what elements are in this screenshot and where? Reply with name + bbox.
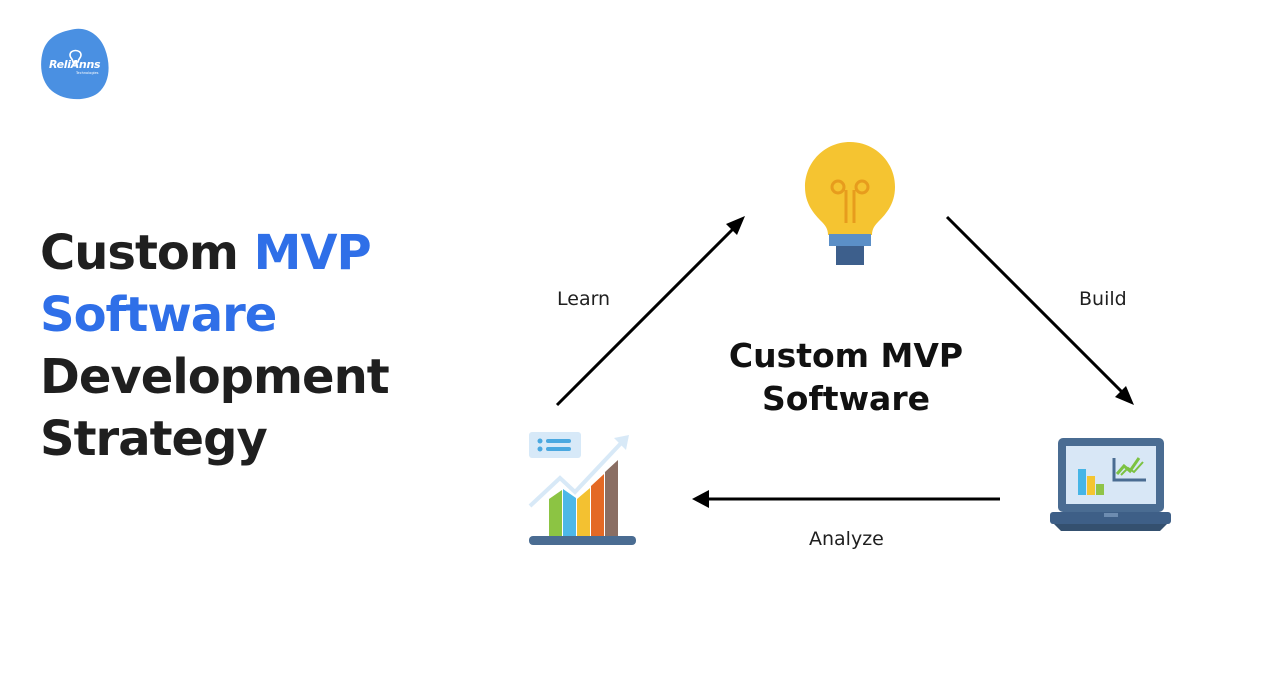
title-line-1: Custom MVP xyxy=(40,222,389,284)
brand-logo[interactable]: ReliAnns Technologies xyxy=(40,27,110,101)
cycle-center-title: Custom MVP Software xyxy=(700,334,992,420)
title-line-3: Development xyxy=(40,349,390,405)
title-line-2: Software xyxy=(40,287,277,343)
arrow-analyze-head xyxy=(692,490,709,508)
lightbulb-icon xyxy=(69,49,82,65)
arrow-build xyxy=(945,215,1128,398)
arrow-learn xyxy=(555,222,740,407)
title-word-mvp: MVP xyxy=(253,225,372,281)
center-title-line-2: Software xyxy=(762,379,930,418)
logo-text: ReliAnns xyxy=(49,58,101,71)
growth-chart-icon xyxy=(528,432,636,545)
title-word-custom: Custom xyxy=(40,225,254,281)
edge-label-build: Build xyxy=(1079,288,1127,310)
center-title-line-1: Custom MVP xyxy=(728,336,964,375)
arrow-build-head xyxy=(1115,386,1134,405)
arrow-learn-head xyxy=(726,216,745,235)
lightbulb-icon xyxy=(805,142,895,265)
edge-label-learn: Learn xyxy=(557,288,611,310)
edge-label-analyze: Analyze xyxy=(809,528,884,550)
page-title: Custom MVP Software Development Strategy xyxy=(40,222,390,470)
logo-blob-shape xyxy=(41,28,109,100)
title-line-4: Strategy xyxy=(40,411,268,467)
logo-subtext: Technologies xyxy=(76,71,99,75)
laptop-dashboard-icon xyxy=(1050,438,1171,531)
